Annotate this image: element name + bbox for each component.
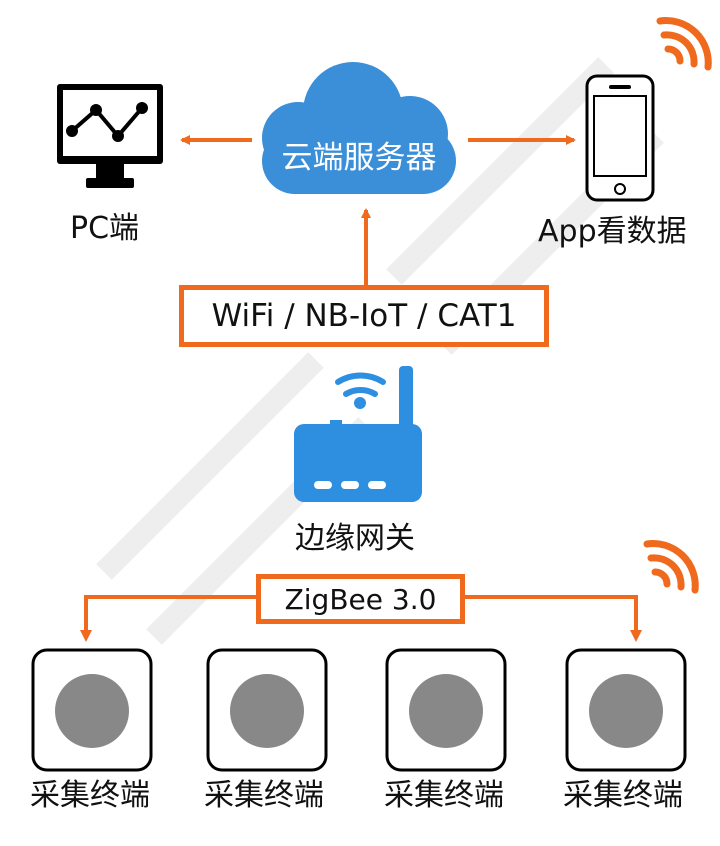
terminal-device-4: [565, 648, 687, 772]
zigbee-connectors: [84, 595, 638, 632]
terminal-label-1: 采集终端: [30, 778, 150, 813]
uplink-protocol-label: WiFi / NB-IoT / CAT1: [211, 298, 517, 334]
gateway-router-icon: [294, 366, 422, 502]
app-label: App看数据: [538, 214, 687, 249]
terminal-label-3: 采集终端: [384, 778, 504, 813]
downlink-protocol-box: ZigBee 3.0: [256, 574, 465, 624]
gateway-label: 边缘网关: [295, 521, 415, 556]
downlink-protocol-label: ZigBee 3.0: [284, 582, 437, 616]
pc-label: PC端: [70, 211, 140, 246]
phone-icon: [585, 74, 655, 202]
phone-signal-icon: [656, 17, 712, 71]
terminal-label-2: 采集终端: [204, 778, 324, 813]
uplink-protocol-box: WiFi / NB-IoT / CAT1: [179, 285, 549, 347]
cloud-icon: [262, 62, 456, 194]
terminal-device-2: [206, 648, 328, 772]
pc-monitor-icon: [57, 84, 163, 188]
terminal-label-4: 采集终端: [563, 778, 683, 813]
terminal-device-3: [385, 648, 507, 772]
arrow-down-right: [630, 630, 642, 642]
terminal-device-1: [31, 648, 153, 772]
terminal-signal-icon: [643, 540, 699, 594]
arrow-down-left: [80, 630, 92, 642]
cloud-server-label: 云端服务器: [281, 140, 437, 176]
